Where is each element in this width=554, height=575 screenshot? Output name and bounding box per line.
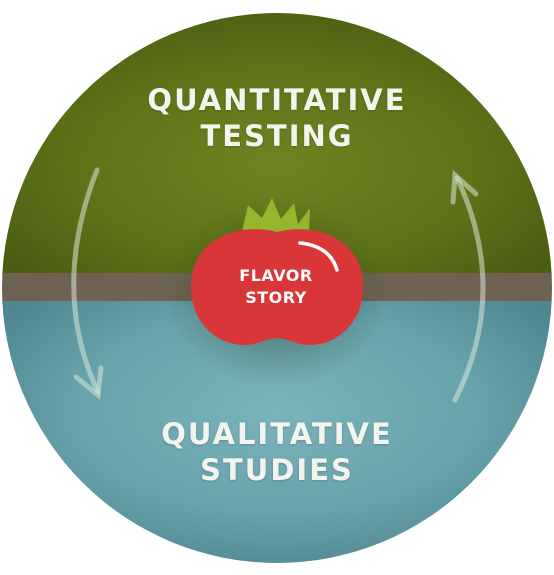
top-label-line2: TESTING — [200, 119, 354, 153]
tomato-icon — [190, 229, 364, 345]
arrow-up-icon — [450, 169, 486, 403]
bottom-label-line1: QUALITATIVE — [161, 417, 393, 451]
quantitative-testing-label: QUANTITATIVE TESTING — [0, 82, 554, 154]
top-label-line1: QUANTITATIVE — [147, 83, 407, 117]
center-label-line2: STORY — [245, 288, 307, 307]
leaf-icon — [243, 198, 310, 232]
center-label-line1: FLAVOR — [239, 266, 313, 285]
qualitative-studies-label: QUALITATIVE STUDIES — [0, 416, 554, 488]
flavor-story-label: FLAVOR STORY — [206, 265, 346, 309]
bottom-label-line2: STUDIES — [200, 453, 354, 487]
arrow-down-icon — [71, 167, 104, 400]
